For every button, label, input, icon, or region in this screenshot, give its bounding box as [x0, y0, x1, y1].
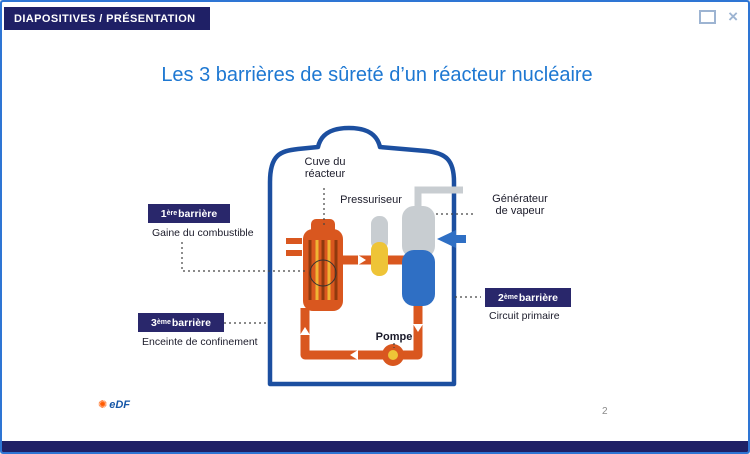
steam-generator-bottom — [402, 250, 435, 306]
barrier-1-caption: Gaine du combustible — [152, 227, 254, 239]
pressurizer-bottom — [371, 242, 388, 276]
steam-line — [414, 186, 463, 208]
window-title-bar: DIAPOSITIVES / PRÉSENTATION — [4, 7, 210, 30]
slide-title: Les 3 barrières de sûreté d’un réacteur … — [161, 64, 593, 86]
connector-barrier1 — [181, 242, 308, 272]
label-pompe: Pompe — [375, 331, 413, 343]
pressurizer-top — [371, 216, 388, 250]
flow-arrow-up — [300, 327, 310, 335]
footer-bar — [2, 441, 748, 452]
window-controls: × — [699, 7, 738, 26]
label-pressuriseur: Pressuriseur — [340, 194, 402, 206]
feedwater-stub — [454, 235, 466, 243]
page-number: 2 — [602, 406, 608, 417]
close-icon[interactable]: × — [728, 7, 738, 26]
label-generateur: Générateur de vapeur — [492, 193, 548, 217]
flow-arrow-down — [413, 324, 423, 332]
edf-logo: ✺ eDF — [98, 399, 130, 411]
flow-arrow-right — [358, 255, 366, 265]
feedwater-arrow — [437, 230, 456, 248]
window-title: DIAPOSITIVES / PRÉSENTATION — [14, 12, 196, 25]
barrier-3-caption: Enceinte de confinement — [142, 336, 258, 348]
containment-outline — [267, 125, 457, 387]
edf-logo-text: eDF — [109, 399, 130, 411]
barrier-2-caption: Circuit primaire — [489, 310, 560, 322]
pump-impeller — [388, 350, 398, 360]
barrier1-highlight-circle — [309, 259, 337, 287]
label-cuve: Cuve du réacteur — [304, 156, 346, 180]
maximize-icon[interactable] — [699, 10, 717, 24]
edf-spark-icon: ✺ — [98, 398, 108, 411]
flow-arrow-left — [350, 350, 358, 360]
steam-generator-top — [402, 206, 435, 258]
